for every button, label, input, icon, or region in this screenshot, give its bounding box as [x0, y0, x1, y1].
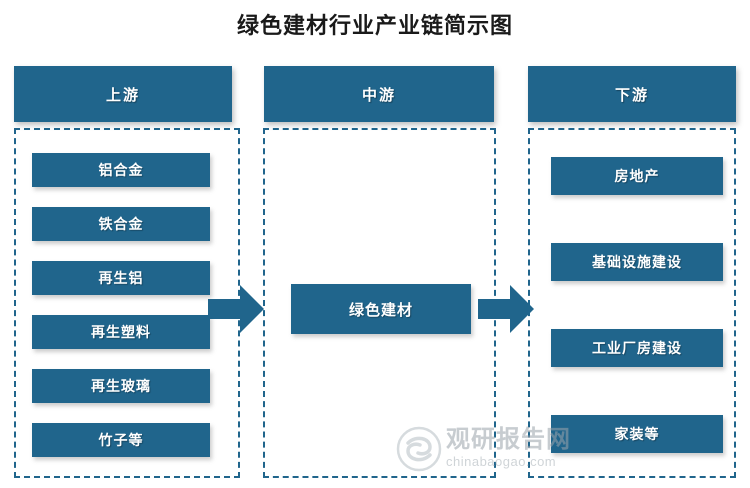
group-container-downstream	[528, 128, 736, 478]
node-downstream-3: 工业厂房建设	[551, 329, 723, 367]
node-upstream-6: 竹子等	[32, 423, 210, 457]
node-downstream-1: 房地产	[551, 157, 723, 195]
column-header-upstream: 上游	[14, 66, 232, 122]
node-upstream-2: 铁合金	[32, 207, 210, 241]
node-upstream-3: 再生铝	[32, 261, 210, 295]
arrow-right-icon	[478, 283, 534, 335]
column-header-midstream: 中游	[264, 66, 494, 122]
node-upstream-4: 再生塑料	[32, 315, 210, 349]
node-upstream-5: 再生玻璃	[32, 369, 210, 403]
column-header-downstream: 下游	[528, 66, 736, 122]
page-title: 绿色建材行业产业链简示图	[236, 13, 513, 38]
arrow-right-icon	[208, 283, 264, 335]
node-upstream-1: 铝合金	[32, 153, 210, 187]
node-downstream-4: 家装等	[551, 415, 723, 453]
node-midstream-1: 绿色建材	[291, 284, 471, 334]
node-downstream-2: 基础设施建设	[551, 243, 723, 281]
